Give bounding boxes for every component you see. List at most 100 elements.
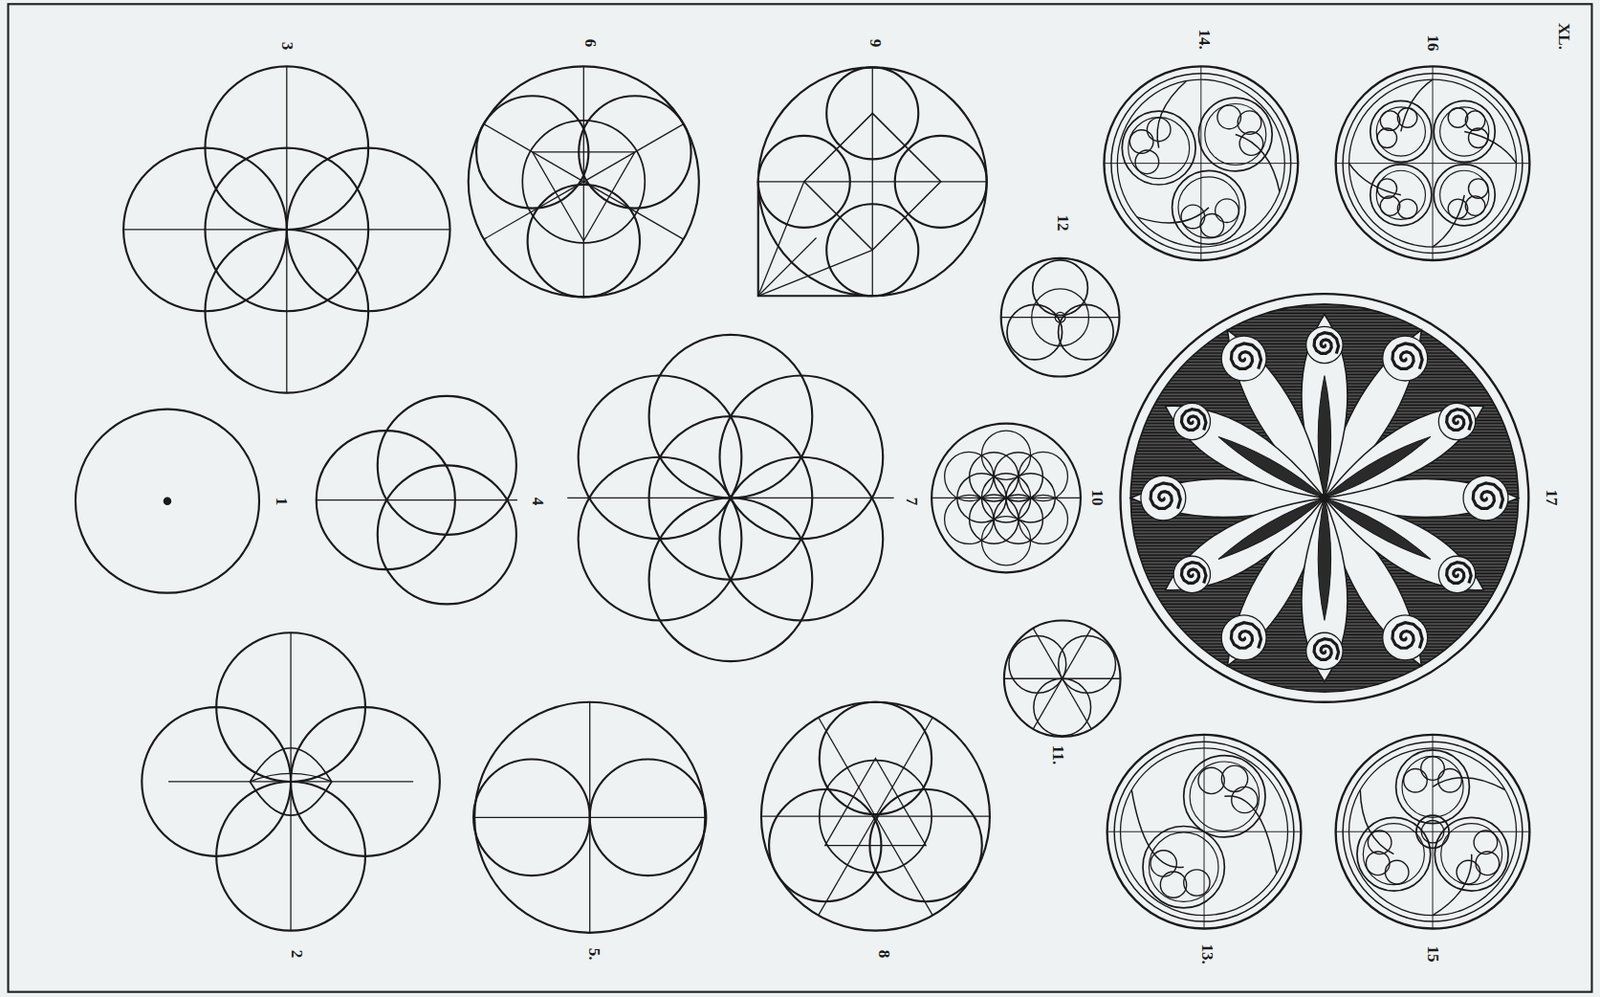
- rose-spiral: [1150, 482, 1181, 509]
- construction-line: [567, 497, 894, 499]
- figure-number: 11.: [1050, 745, 1067, 765]
- construction-circle: [1237, 110, 1262, 135]
- rose-spiral: [1230, 343, 1261, 370]
- tracery-path: [1235, 133, 1280, 192]
- construction-line: [1001, 316, 1120, 318]
- construction-circle: [1239, 131, 1264, 156]
- tracery-path: [1157, 81, 1187, 149]
- tracery-path: [1224, 795, 1276, 874]
- rose-centre: [1320, 493, 1330, 503]
- construction-circle: [761, 701, 990, 931]
- rose-leaf: [1218, 497, 1325, 559]
- rose-scroll: [1306, 632, 1343, 669]
- tracery-path: [1432, 195, 1465, 247]
- figure-number: 17: [1542, 489, 1559, 506]
- construction-line: [285, 65, 287, 393]
- rose-spiral: [1314, 638, 1339, 660]
- construction-circle: [1421, 756, 1446, 781]
- construction-circle: [1475, 851, 1500, 876]
- construction-circle: [1001, 258, 1120, 377]
- construction-circle: [1200, 213, 1225, 238]
- tracery-path: [1137, 207, 1209, 223]
- figure-number: 9: [867, 39, 884, 48]
- construction-circle: [1397, 198, 1417, 219]
- construction-line: [1032, 628, 1062, 680]
- plate-number: XL.: [1555, 22, 1572, 50]
- construction-circle: [1473, 830, 1498, 855]
- figure-number: 2: [288, 949, 306, 959]
- construction-circle: [1384, 859, 1409, 884]
- construction-line: [818, 717, 877, 816]
- rose-petal: [1165, 405, 1325, 498]
- tracery-path: [1464, 131, 1516, 163]
- figure-number: 8: [875, 949, 892, 959]
- construction-circle: [1416, 814, 1449, 848]
- construction-circle: [474, 701, 705, 933]
- construction-line: [1062, 678, 1092, 729]
- rose-scroll: [1382, 614, 1428, 660]
- construction-circle: [468, 65, 700, 297]
- construction-line: [1032, 678, 1062, 729]
- tracery-path: [758, 181, 874, 296]
- construction-circle: [1198, 767, 1225, 793]
- construction-circle: [1434, 816, 1509, 891]
- rose-spiral: [1392, 622, 1423, 649]
- plate-frame: [8, 3, 1593, 991]
- rose-scroll: [1438, 555, 1475, 592]
- construction-circle: [1421, 819, 1444, 842]
- rose-leaf: [1317, 497, 1331, 620]
- construction-circle: [1129, 130, 1154, 154]
- rose-leaf: [1218, 436, 1325, 498]
- construction-circle: [1215, 198, 1240, 223]
- construction-line: [875, 815, 933, 915]
- figure-number: 3: [278, 42, 295, 51]
- construction-circle: [1217, 105, 1242, 130]
- figure-number: 1: [273, 496, 290, 505]
- construction-circle: [720, 374, 884, 539]
- construction-line: [583, 181, 683, 240]
- construction-circle: [1365, 851, 1390, 876]
- construction-circle: [75, 409, 260, 593]
- construction-circle: [1380, 110, 1400, 131]
- figure-number: 6: [581, 39, 598, 48]
- construction-circle: [1377, 128, 1397, 148]
- figure-number: 10: [1088, 489, 1105, 506]
- construction-circle: [1456, 859, 1481, 884]
- rose-field: [1130, 304, 1518, 692]
- construction-line: [758, 181, 805, 296]
- tracery-path: [1349, 163, 1402, 196]
- rose-spiral: [1472, 482, 1503, 509]
- construction-circle: [758, 66, 987, 296]
- rose-petal: [1301, 497, 1348, 681]
- construction-circle: [931, 423, 1081, 573]
- figure-number: 14.: [1196, 28, 1213, 49]
- construction-line: [875, 717, 933, 816]
- construction-line: [931, 497, 1081, 499]
- construction-line: [758, 249, 874, 296]
- figure-number: 7: [902, 496, 920, 505]
- construction-circle: [1032, 260, 1089, 316]
- construction-circle: [1004, 619, 1121, 737]
- construction-line: [483, 181, 584, 240]
- rose-spiral: [1314, 332, 1339, 354]
- construction-circle: [1465, 196, 1485, 216]
- rose-spiral: [1181, 409, 1206, 431]
- construction-line: [316, 499, 518, 501]
- construction-circle: [1160, 871, 1186, 898]
- construction-circle: [1054, 311, 1066, 323]
- figure-number: 13.: [1199, 943, 1216, 965]
- construction-circle: [1438, 767, 1463, 792]
- rose-scroll: [1221, 614, 1267, 660]
- construction-circle: [1058, 304, 1115, 360]
- centre-dot: [164, 497, 171, 504]
- construction-line: [483, 124, 584, 182]
- construction-circle: [1033, 678, 1092, 736]
- rose-scroll: [1173, 555, 1210, 592]
- construction-line: [589, 701, 591, 933]
- tracery-path: [1432, 854, 1472, 916]
- rose-spiral: [1181, 562, 1206, 584]
- construction-circle: [1465, 110, 1485, 131]
- construction-line: [1432, 65, 1434, 261]
- construction-circle: [1468, 178, 1488, 198]
